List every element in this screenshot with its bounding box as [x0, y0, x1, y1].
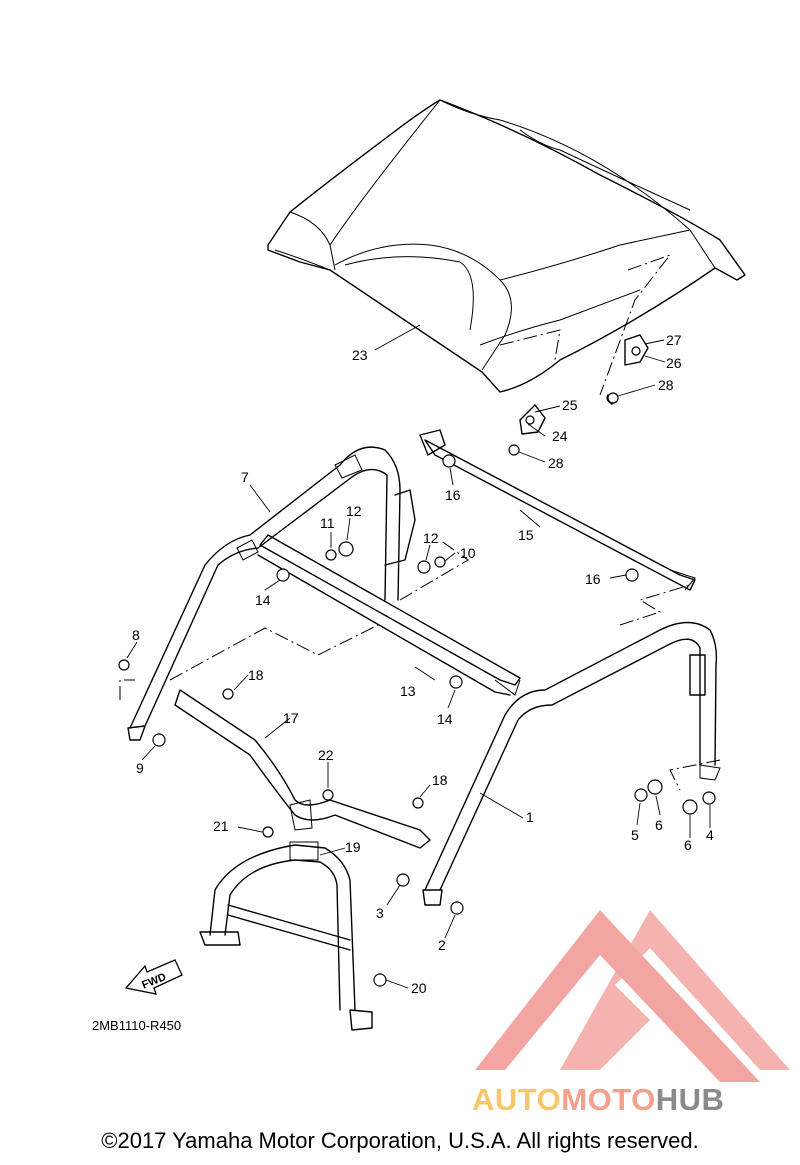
- watermark-logo-icon: [475, 910, 790, 1082]
- front-cross-bar: [174, 689, 431, 849]
- callout-24: 24: [552, 428, 568, 444]
- watermark-hub: HUB: [655, 1082, 725, 1117]
- callout-28a: 28: [658, 377, 674, 393]
- callout-6b: 6: [684, 837, 692, 853]
- callout-20: 20: [411, 980, 427, 996]
- callout-7: 7: [241, 469, 249, 485]
- fwd-arrow-icon: FWD: [124, 959, 183, 995]
- leader-lines: [126, 324, 711, 989]
- callout-19: 19: [345, 839, 361, 855]
- callout-5: 5: [631, 827, 639, 843]
- copyright-notice: ©2017 Yamaha Motor Corporation, U.S.A. A…: [101, 1128, 699, 1153]
- callout-26: 26: [666, 355, 682, 371]
- callout-23: 23: [352, 347, 368, 363]
- callout-15: 15: [518, 527, 534, 543]
- callout-17: 17: [283, 710, 299, 726]
- callout-28b: 28: [548, 455, 564, 471]
- callout-9: 9: [136, 760, 144, 776]
- callout-1: 1: [526, 809, 534, 825]
- callout-18a: 18: [248, 667, 264, 683]
- callout-13: 13: [400, 683, 416, 699]
- callout-6a: 6: [655, 817, 663, 833]
- callout-25: 25: [562, 397, 578, 413]
- reference-code: 2MB1110-R450: [92, 1018, 181, 1033]
- callout-16a: 16: [445, 487, 461, 503]
- rear-cross-bar: [257, 534, 521, 696]
- callout-16b: 16: [585, 571, 601, 587]
- callout-21: 21: [213, 818, 229, 834]
- watermark-moto: MOTO: [561, 1082, 656, 1117]
- left-roll-bar: [127, 446, 416, 741]
- phantom-lines: [119, 539, 721, 791]
- callout-12b: 12: [423, 530, 439, 546]
- callout-12a: 12: [346, 503, 362, 519]
- callout-4: 4: [706, 827, 714, 843]
- top-side-bar: [419, 429, 696, 591]
- callout-labels: 1 2 3 4 5 6 6 7 8 9 10 11 12 12 13 14 14…: [132, 332, 714, 996]
- callout-11: 11: [320, 515, 335, 531]
- watermark-auto: AUTO: [472, 1082, 562, 1117]
- callout-10: 10: [460, 545, 476, 561]
- roof-bracket-front: [508, 404, 546, 456]
- callout-8: 8: [132, 627, 140, 643]
- callout-14a: 14: [255, 592, 271, 608]
- roof-panel: [267, 99, 746, 396]
- callout-18b: 18: [432, 772, 448, 788]
- roof-bracket-rear: [606, 334, 649, 405]
- callout-27: 27: [666, 332, 682, 348]
- watermark-wordmark: AUTOMOTOHUB: [472, 1082, 792, 1118]
- callout-14b: 14: [437, 711, 453, 727]
- callout-22: 22: [318, 747, 334, 763]
- right-roll-bar: [422, 621, 721, 906]
- callout-2: 2: [438, 937, 446, 953]
- callout-3: 3: [376, 905, 384, 921]
- hardware-fasteners: [118, 454, 716, 987]
- lower-frame: [199, 841, 373, 1031]
